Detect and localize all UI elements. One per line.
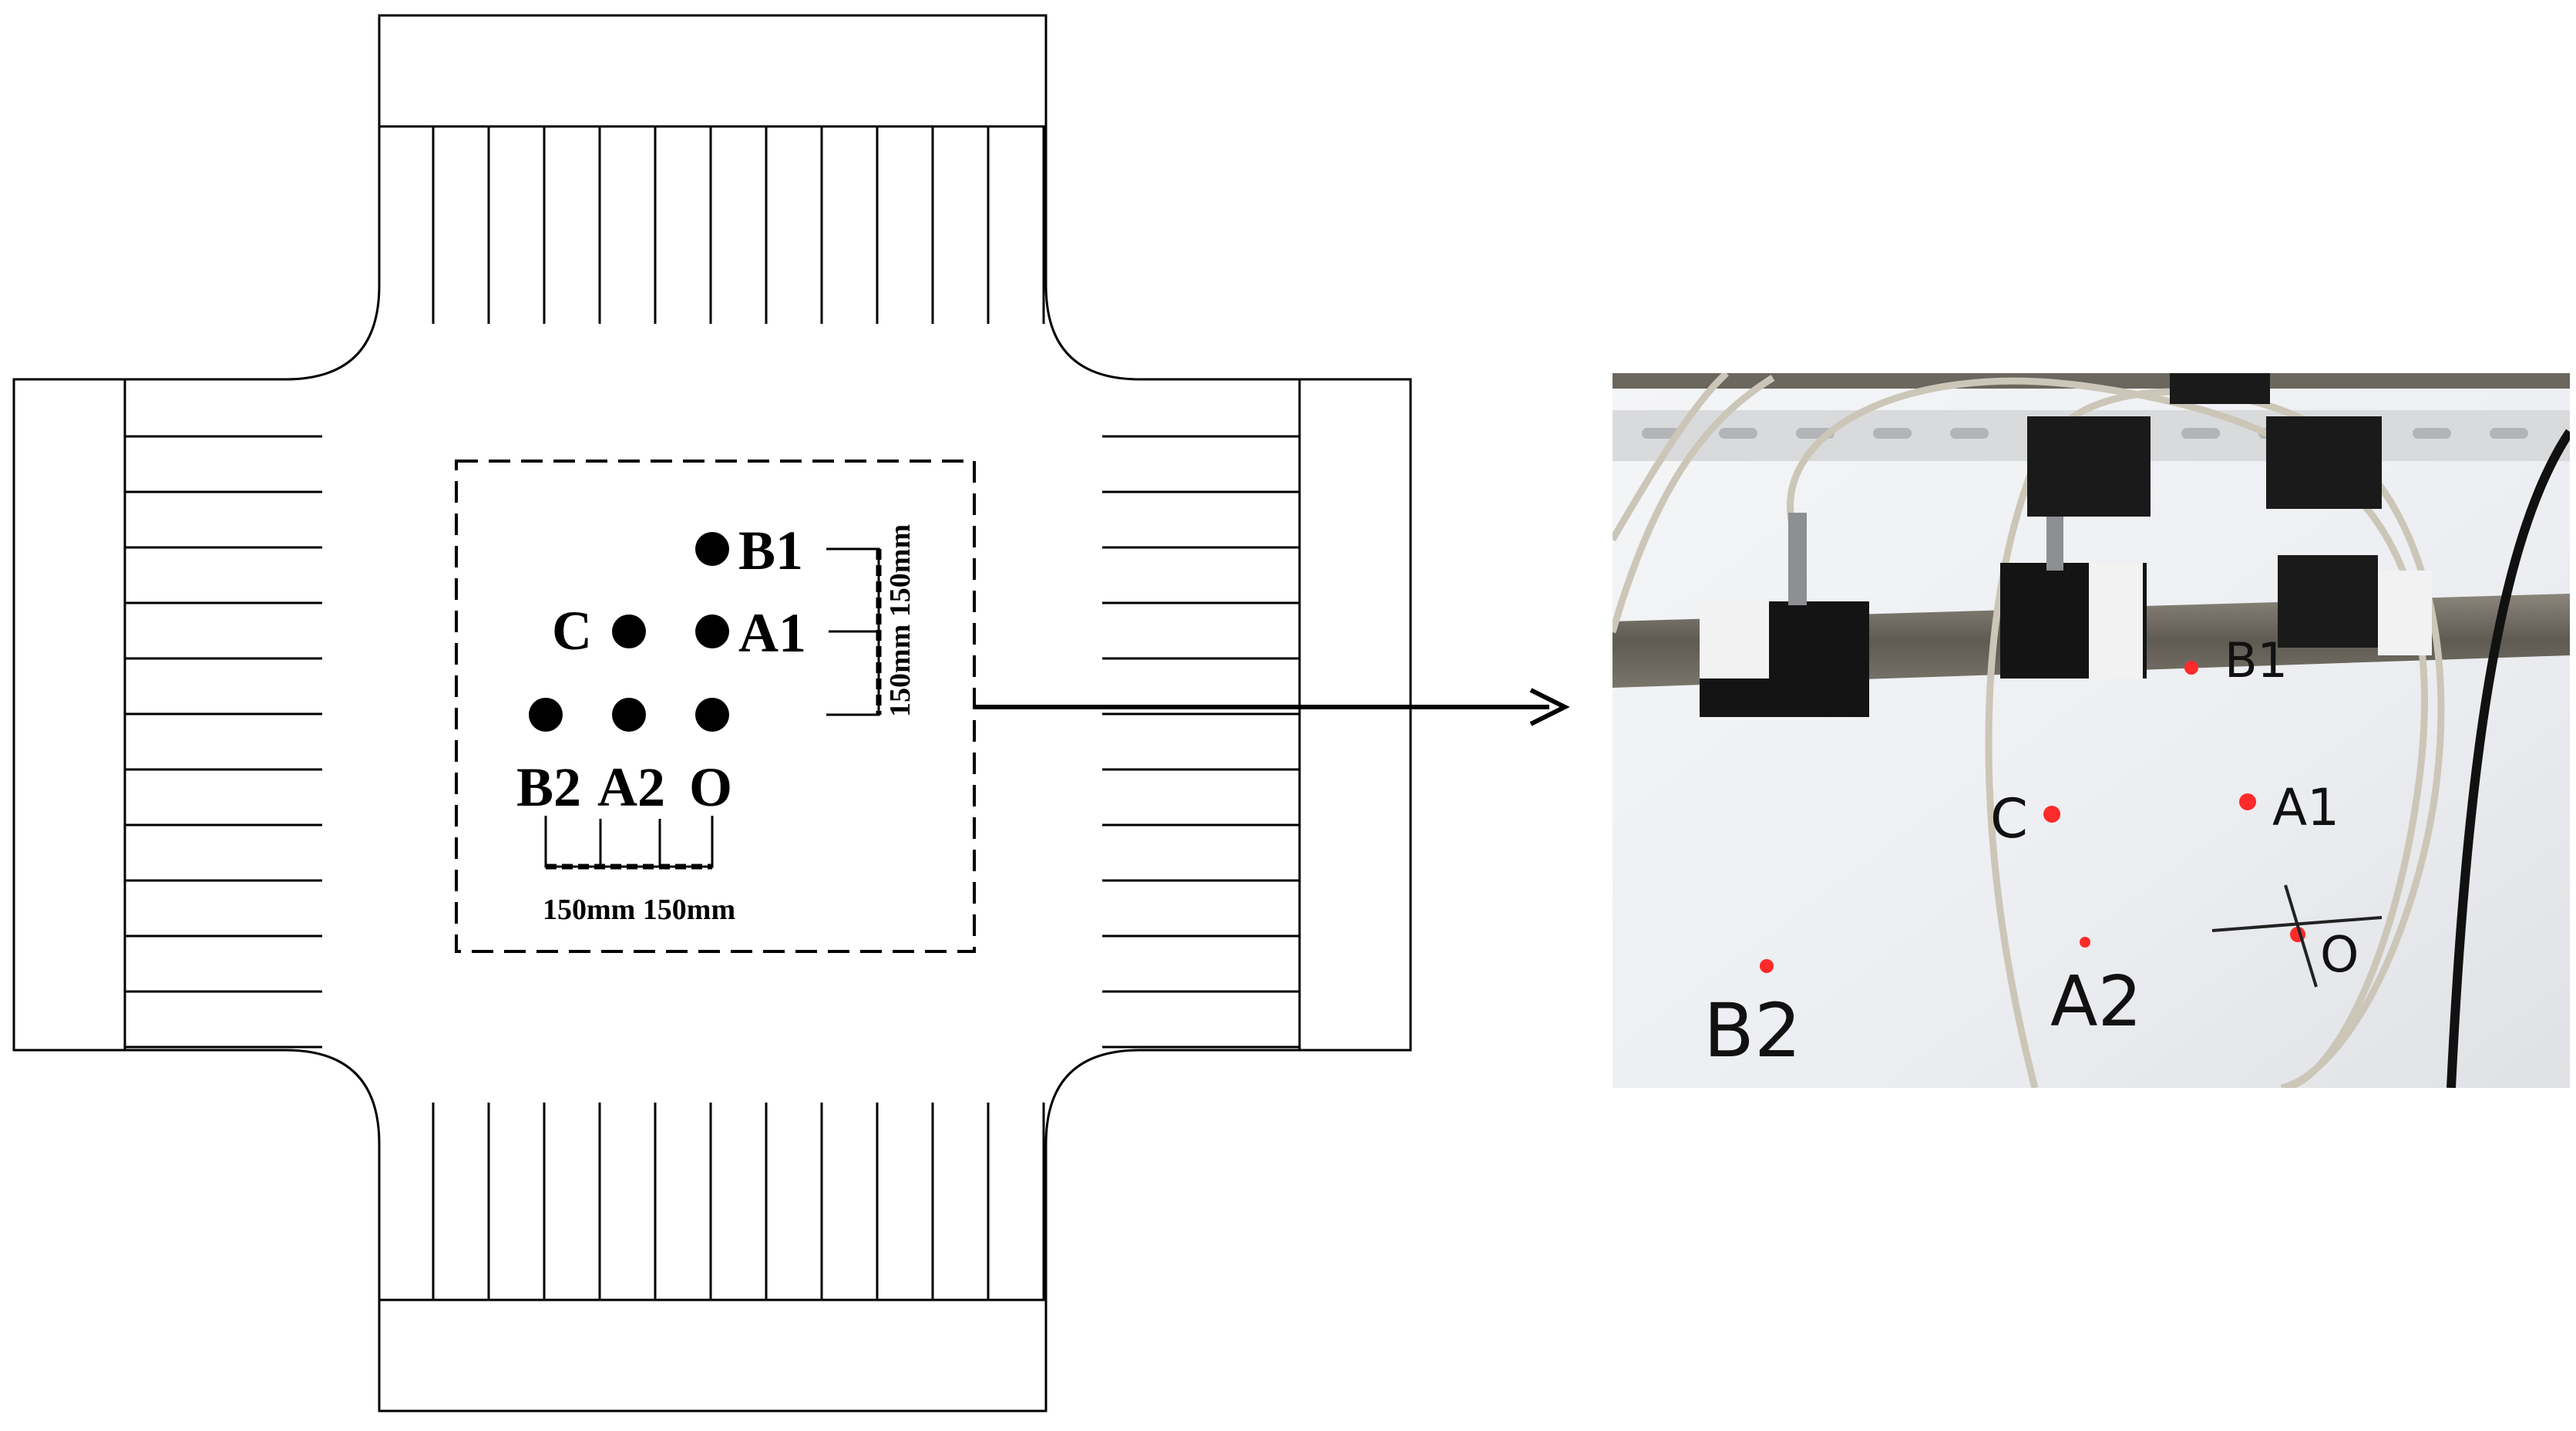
photo-label-c: C	[1990, 787, 2028, 850]
point-c-label: C	[552, 600, 592, 662]
crosswalk-north	[432, 126, 1045, 324]
point-o-dot	[695, 698, 729, 732]
horizontal-dimension	[544, 816, 714, 870]
crosswalk-south	[432, 1103, 1045, 1300]
experiment-photo: B1 A1 C B2 A2 O	[1613, 373, 2570, 1088]
crosswalk-east	[1102, 435, 1300, 1049]
point-b1-label: B1	[738, 520, 803, 581]
photo-label-b1: B1	[2225, 632, 2288, 689]
photo-label-a2: A2	[2050, 961, 2142, 1042]
connector-arrow-head	[1529, 688, 1570, 726]
point-b1-dot	[695, 532, 729, 566]
point-a1-label: A1	[738, 602, 806, 664]
photo-label-o: O	[2320, 927, 2359, 984]
point-b2-dot	[529, 698, 563, 732]
vertical-dimension	[826, 547, 882, 716]
laser-sensors	[1700, 373, 2432, 717]
point-c-dot	[612, 614, 646, 648]
photo-label-a1: A1	[2272, 778, 2339, 837]
point-a2-label: A2	[597, 756, 665, 818]
photo-label-b2: B2	[1703, 988, 1801, 1074]
vertical-dimension-label: 150mm 150mm	[884, 524, 916, 717]
point-o-label: O	[689, 756, 732, 818]
measurement-area	[455, 460, 976, 953]
origin-crosshair-v	[2284, 884, 2318, 988]
point-a1-dot	[695, 614, 729, 648]
point-b2-label: B2	[516, 756, 581, 818]
horizontal-dimension-label: 150mm 150mm	[543, 894, 735, 926]
crosswalk-west	[125, 435, 322, 1049]
point-a2-dot	[612, 698, 646, 732]
